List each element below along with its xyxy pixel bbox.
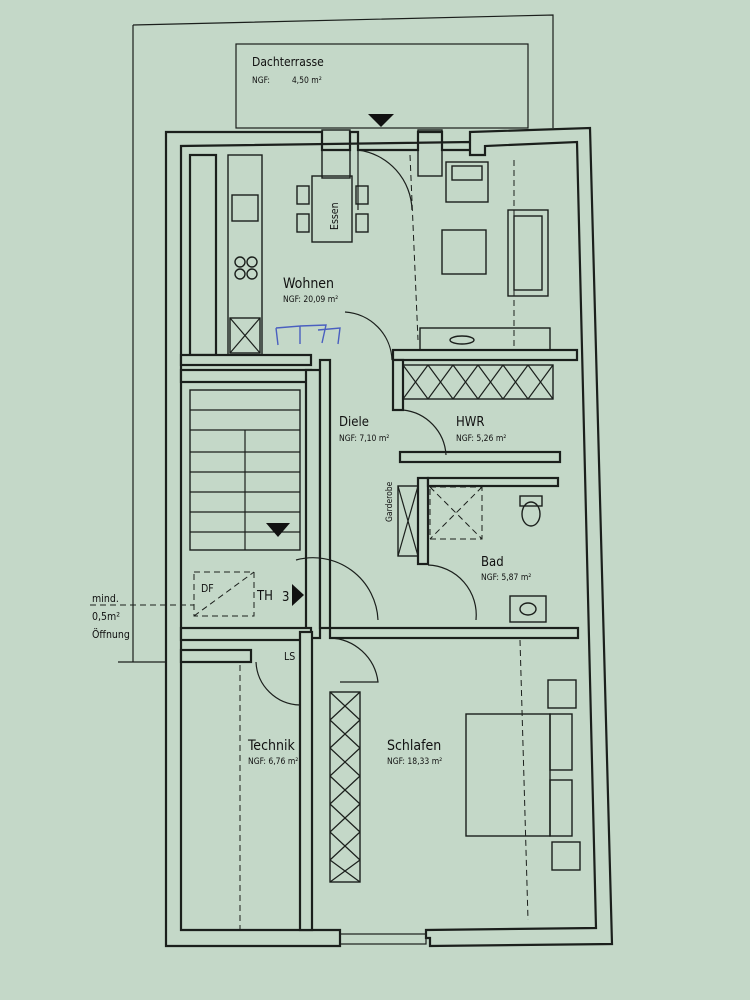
opening-line-1: mind.: [92, 593, 119, 605]
stairwell-walls: [179, 368, 313, 384]
technik-label: Technik: [247, 738, 295, 754]
opening-line-3: Öffnung: [92, 628, 130, 641]
diele-area: NGF: 7,10 m²: [339, 434, 389, 444]
bad-label: Bad: [481, 555, 504, 570]
hwr-label: HWR: [456, 415, 485, 430]
diele-label: Diele: [339, 415, 369, 430]
garderobe-label: Garderobe: [385, 481, 395, 522]
sofa: [507, 209, 549, 297]
th-label: TH: [256, 589, 273, 604]
ls-label: LS: [284, 651, 295, 663]
schlafen-label: Schlafen: [387, 738, 441, 754]
dining-table: [311, 175, 353, 243]
wardrobe-hall: [397, 485, 419, 557]
technik-right-wall: [298, 630, 314, 932]
essen-label: Essen: [329, 202, 341, 230]
technik-door: [255, 661, 301, 706]
schlafen-area: NGF: 18,33 m²: [387, 757, 442, 767]
pen-mark: [275, 324, 341, 346]
shower: [429, 486, 483, 540]
nightstand: [547, 679, 577, 709]
th-number: 3: [282, 590, 289, 605]
plot-boundary: [132, 14, 554, 128]
stairs: [189, 389, 301, 551]
washbasin-icon: [509, 595, 547, 623]
entry-door: [295, 557, 379, 621]
wohnen-label: Wohnen: [283, 276, 334, 292]
living-bottom-wall: [179, 353, 313, 367]
coffee-table: [441, 229, 487, 275]
window-bottom: [339, 933, 427, 945]
living-door: [344, 311, 393, 361]
bad-door: [427, 564, 477, 621]
bedroom-wardrobe: [329, 691, 361, 883]
hwr-area: NGF: 5,26 m²: [456, 434, 506, 444]
dachterrasse-area: NGF: 4,50 m²: [252, 76, 322, 86]
dachterrasse-label: Dachterrasse: [252, 55, 324, 69]
opening-line-2: 0,5m²: [92, 611, 120, 623]
armchair: [445, 161, 489, 203]
diele-left-wall: [318, 358, 332, 630]
hwr-cabinet-x: [402, 364, 554, 400]
terrace-arrow-icon: [368, 114, 394, 127]
hwr-door: [402, 409, 447, 456]
sink-icon: [231, 194, 259, 222]
stair-arrow-icon: [266, 523, 290, 537]
kitchen-counter: [227, 154, 263, 356]
schlafen-door: [329, 637, 379, 683]
roof-hatch: [193, 571, 255, 617]
wohnen-area: NGF: 20,09 m²: [283, 295, 338, 305]
bad-area: NGF: 5,87 m²: [481, 573, 531, 583]
bedroom-wardrobe-x: [329, 691, 361, 883]
df-label: DF: [201, 583, 214, 595]
hwr-cabinet: [402, 364, 554, 400]
kitchen-wall-unit: [188, 153, 218, 357]
balcony-door: [357, 149, 413, 211]
stove-icon: [234, 256, 246, 268]
exterior-wall: [164, 126, 614, 948]
toilet-icon: [519, 495, 543, 507]
terrace-outline: [235, 43, 529, 129]
entry-arrow-icon: [292, 584, 304, 606]
tv-board: [419, 327, 551, 351]
bed: [465, 713, 551, 837]
technik-area: NGF: 6,76 m²: [248, 757, 298, 767]
